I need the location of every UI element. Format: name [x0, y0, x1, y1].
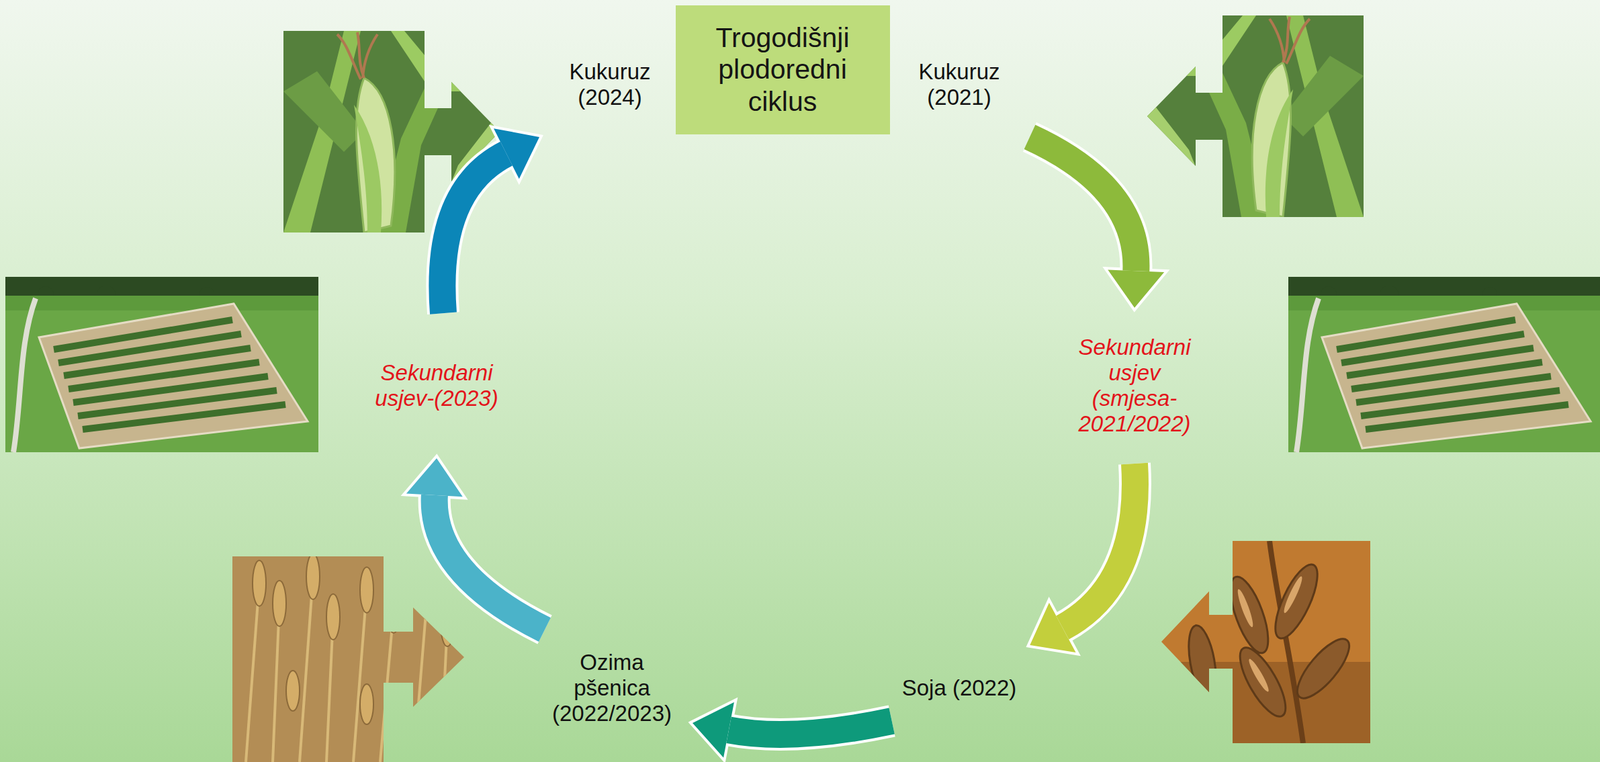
crop-label: Sekundarni usjev (smjesa-2021/2022) — [1067, 334, 1202, 437]
field-image — [1288, 276, 1600, 453]
cycle-arrow — [441, 128, 540, 314]
soy-image — [1161, 540, 1371, 743]
crop-label: Kukuruz (2024) — [552, 59, 668, 111]
crop-label: Ozima pšenica (2022/2023) — [544, 649, 680, 727]
arrow-head — [692, 701, 735, 758]
arrow-outline — [434, 495, 545, 630]
wheat-image — [232, 553, 465, 762]
label-text: Trogodišnji plodoredni ciklus — [689, 22, 877, 117]
arrow-head — [406, 458, 463, 497]
arrow-head — [1107, 269, 1165, 308]
label-text: Ozima pšenica (2022/2023) — [544, 649, 680, 727]
arrow-outline — [441, 153, 507, 314]
label-text: Kukuruz (2024) — [552, 59, 668, 111]
cycle-arrow — [1029, 137, 1165, 308]
cycle-arrow — [692, 701, 893, 758]
label-text: Kukuruz (2021) — [902, 59, 1017, 111]
arrow-head-outline — [692, 701, 735, 758]
field-photo — [5, 276, 319, 453]
title-box: Trogodišnji plodoredni ciklus — [675, 5, 891, 135]
arrow-body — [1029, 137, 1136, 271]
label-text: Sekundarni usjev-(2023) — [366, 360, 508, 412]
cycle-arrow — [1029, 463, 1136, 653]
arrow-body — [1062, 463, 1136, 628]
wheat-photo — [232, 553, 465, 762]
arrow-outline — [1029, 137, 1136, 271]
arrow-body — [728, 720, 893, 735]
arrow-outline — [1062, 463, 1136, 628]
crop-label: Soja (2022) — [902, 675, 1017, 701]
arrow-outline — [728, 720, 893, 735]
cycle-arrow — [406, 458, 545, 630]
label-text: Soja (2022) — [902, 675, 1017, 701]
arrow-body — [434, 495, 545, 630]
arrow-head-outline — [406, 458, 463, 497]
arrow-body — [441, 153, 507, 314]
label-text: Sekundarni usjev (smjesa-2021/2022) — [1067, 334, 1202, 437]
arrow-head — [1029, 602, 1076, 653]
field-image — [5, 276, 319, 453]
field-photo — [1288, 276, 1600, 453]
soy-photo — [1161, 540, 1371, 743]
corn-photo — [1147, 15, 1364, 217]
crop-label: Kukuruz (2021) — [902, 59, 1017, 111]
arrow-head-outline — [1107, 269, 1165, 308]
corn-image — [1147, 15, 1364, 217]
crop-label: Sekundarni usjev-(2023) — [366, 360, 508, 412]
arrow-head — [493, 128, 540, 179]
